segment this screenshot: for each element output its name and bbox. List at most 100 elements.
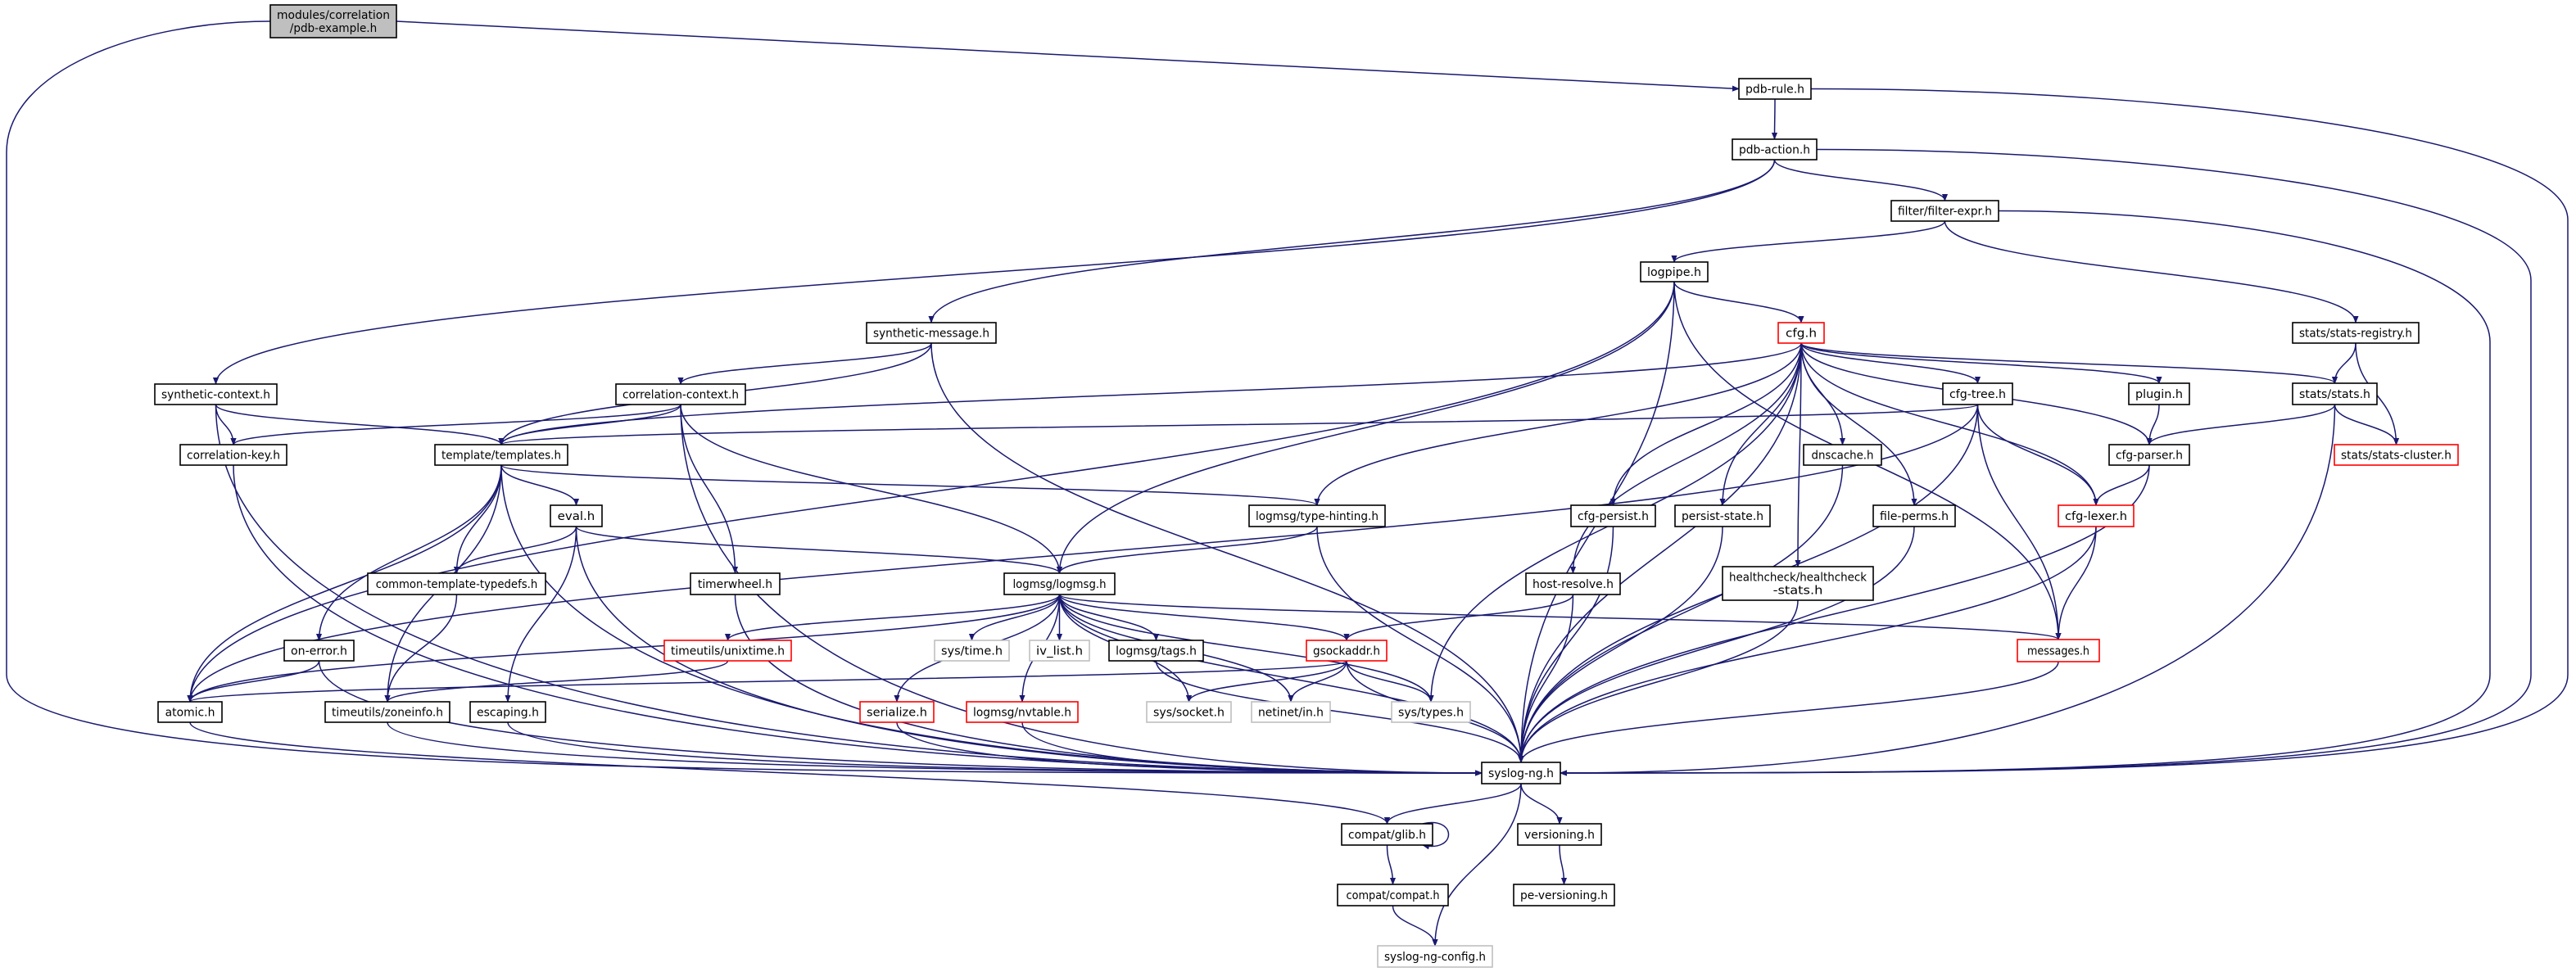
node-logpipe[interactable]: logpipe.h <box>1640 261 1709 283</box>
node-label: file-perms.h <box>1880 510 1949 523</box>
edge-synthetic-context-to-syslog-ng <box>215 404 1483 776</box>
node-label: sys/time.h <box>941 645 1003 658</box>
node-on-error[interactable]: on-error.h <box>283 640 355 662</box>
node-escaping[interactable]: escaping.h <box>469 701 546 723</box>
node-pdb-rule[interactable]: pdb-rule.h <box>1738 78 1812 100</box>
node-cfg-lexer[interactable]: cfg-lexer.h <box>2058 504 2135 527</box>
edge-tags-to-syslog-ng <box>1155 660 1524 763</box>
node-syslog-ng[interactable]: syslog-ng.h <box>1481 762 1561 784</box>
node-box <box>663 640 792 662</box>
node-synthetic-context[interactable]: synthetic-context.h <box>154 383 278 405</box>
edge-cfg-tree-to-messages <box>1976 404 2062 640</box>
node-dnscache[interactable]: dnscache.h <box>1803 444 1882 466</box>
node-versioning[interactable]: versioning.h <box>1517 823 1602 846</box>
node-pdb-action[interactable]: pdb-action.h <box>1732 138 1818 160</box>
edge-logmsg-to-unixtime <box>725 594 1061 641</box>
node-serialize[interactable]: serialize.h <box>859 701 935 723</box>
node-box <box>1391 701 1471 723</box>
node-netinet[interactable]: netinet/in.h <box>1251 701 1331 723</box>
node-label: cfg-parser.h <box>2116 450 2183 463</box>
node-typedefs[interactable]: common-template-typedefs.h <box>367 572 546 595</box>
node-label: cfg-tree.h <box>1949 388 2006 401</box>
edge-unixtime-to-zoneinfo <box>384 660 729 703</box>
node-label: iv_list.h <box>1036 645 1083 658</box>
node-zoneinfo[interactable]: timeutils/zoneinfo.h <box>324 701 450 723</box>
node-type-hinting[interactable]: logmsg/type-hinting.h <box>1248 504 1386 527</box>
node-cfg-persist[interactable]: cfg-persist.h <box>1570 504 1656 527</box>
edge-eval-to-logmsg <box>575 526 1062 574</box>
node-stats[interactable]: stats/stats.h <box>2292 382 2378 405</box>
node-plugin[interactable]: plugin.h <box>2128 382 2190 405</box>
edge-syslog-ng-to-versioning <box>1520 783 1563 825</box>
node-tags[interactable]: logmsg/tags.h <box>1108 640 1204 662</box>
edge-atomic-to-glib <box>189 721 1390 825</box>
edge-glib-to-glib <box>1422 821 1450 850</box>
node-root[interactable]: modules/correlation/pdb-example.h <box>269 4 397 38</box>
edge-filter-expr-to-syslog-ng <box>1560 210 2491 776</box>
node-label: netinet/in.h <box>1258 707 1324 720</box>
edge-logpipe-to-logmsg <box>1056 281 1675 574</box>
node-messages[interactable]: messages.h <box>2017 639 2100 662</box>
node-pe-versioning[interactable]: pe-versioning.h <box>1513 884 1615 906</box>
edge-synthetic-message-to-syslog-ng <box>930 342 1524 763</box>
edge-cfg-to-persist-state <box>1719 342 1802 506</box>
node-healthcheck[interactable]: healthcheck/healthcheck-stats.h <box>1722 566 1874 601</box>
node-box <box>157 701 223 723</box>
node-sys-types[interactable]: sys/types.h <box>1391 701 1471 723</box>
edge-cfg-tree-to-templates <box>499 404 1979 445</box>
node-label: host-resolve.h <box>1532 578 1614 591</box>
node-host-resolve[interactable]: host-resolve.h <box>1525 572 1621 595</box>
edge-root-to-syslog-ng <box>6 20 1483 776</box>
node-box <box>1722 566 1874 601</box>
node-gsockaddr[interactable]: gsockaddr.h <box>1306 640 1388 662</box>
node-cfg-tree[interactable]: cfg-tree.h <box>1942 382 2013 405</box>
node-correlation-key[interactable]: correlation-key.h <box>179 444 287 466</box>
node-box <box>690 572 781 595</box>
node-synthetic-message[interactable]: synthetic-message.h <box>866 322 997 344</box>
node-stats-cluster[interactable]: stats/stats-cluster.h <box>2334 444 2459 466</box>
node-label: correlation-context.h <box>622 389 739 402</box>
edge-logpipe-to-atomic <box>187 281 1675 703</box>
node-persist-state[interactable]: persist-state.h <box>1674 504 1771 527</box>
edge-pdb-rule-to-pdb-action <box>1771 98 1778 140</box>
node-compat[interactable]: compat/compat.h <box>1337 884 1449 906</box>
edge-stats-to-stats-cluster <box>2334 404 2400 445</box>
edge-templates-to-eval <box>500 464 580 506</box>
edge-messages-to-syslog-ng <box>1518 661 2059 763</box>
edge-logmsg-to-tags <box>1058 594 1160 641</box>
node-cfg[interactable]: cfg.h <box>1777 322 1825 344</box>
edge-cfg-to-plugin <box>1800 342 2162 384</box>
edge-templates-to-typedefs <box>453 464 502 574</box>
node-label: pdb-action.h <box>1739 144 1810 157</box>
node-correlation-context[interactable]: correlation-context.h <box>615 383 746 405</box>
node-label: common-template-typedefs.h <box>376 578 538 591</box>
edge-type-hinting-to-syslog-ng <box>1316 526 1524 763</box>
node-cfg-parser[interactable]: cfg-parser.h <box>2108 444 2190 466</box>
node-label: logmsg/nvtable.h <box>973 707 1071 720</box>
node-unixtime[interactable]: timeutils/unixtime.h <box>663 640 792 662</box>
node-stats-registry[interactable]: stats/stats-registry.h <box>2292 322 2420 344</box>
node-logmsg[interactable]: logmsg/logmsg.h <box>1003 572 1116 595</box>
node-eval[interactable]: eval.h <box>550 504 603 527</box>
edge-compat-to-config <box>1392 905 1438 947</box>
node-file-perms[interactable]: file-perms.h <box>1872 504 1956 527</box>
node-label: plugin.h <box>2135 388 2183 401</box>
node-sys-socket[interactable]: sys/socket.h <box>1146 701 1232 723</box>
edge-cfg-to-healthcheck <box>1795 342 1802 567</box>
node-iv-list[interactable]: iv_list.h <box>1029 640 1090 662</box>
edge-host-resolve-to-syslog-ng <box>1518 594 1574 763</box>
node-nvtable[interactable]: logmsg/nvtable.h <box>966 701 1079 723</box>
edge-cfg-to-syslog-ng <box>1518 342 1802 763</box>
node-config[interactable]: syslog-ng-config.h <box>1377 945 1493 968</box>
nodes-layer: modules/correlation/pdb-example.h pdb-rul… <box>154 4 2459 968</box>
node-glib[interactable]: compat/glib.h <box>1341 823 1433 846</box>
node-label: timeutils/zoneinfo.h <box>332 707 443 720</box>
node-templates[interactable]: template/templates.h <box>434 444 568 466</box>
edge-nvtable-to-syslog-ng <box>1021 721 1483 776</box>
node-label: dnscache.h <box>1812 450 1874 463</box>
node-atomic[interactable]: atomic.h <box>157 701 223 723</box>
node-filter-expr[interactable]: filter/filter-expr.h <box>1890 200 1999 222</box>
node-label: gsockaddr.h <box>1313 645 1380 658</box>
node-sys-time[interactable]: sys/time.h <box>934 640 1010 662</box>
node-timerwheel[interactable]: timerwheel.h <box>690 572 781 595</box>
